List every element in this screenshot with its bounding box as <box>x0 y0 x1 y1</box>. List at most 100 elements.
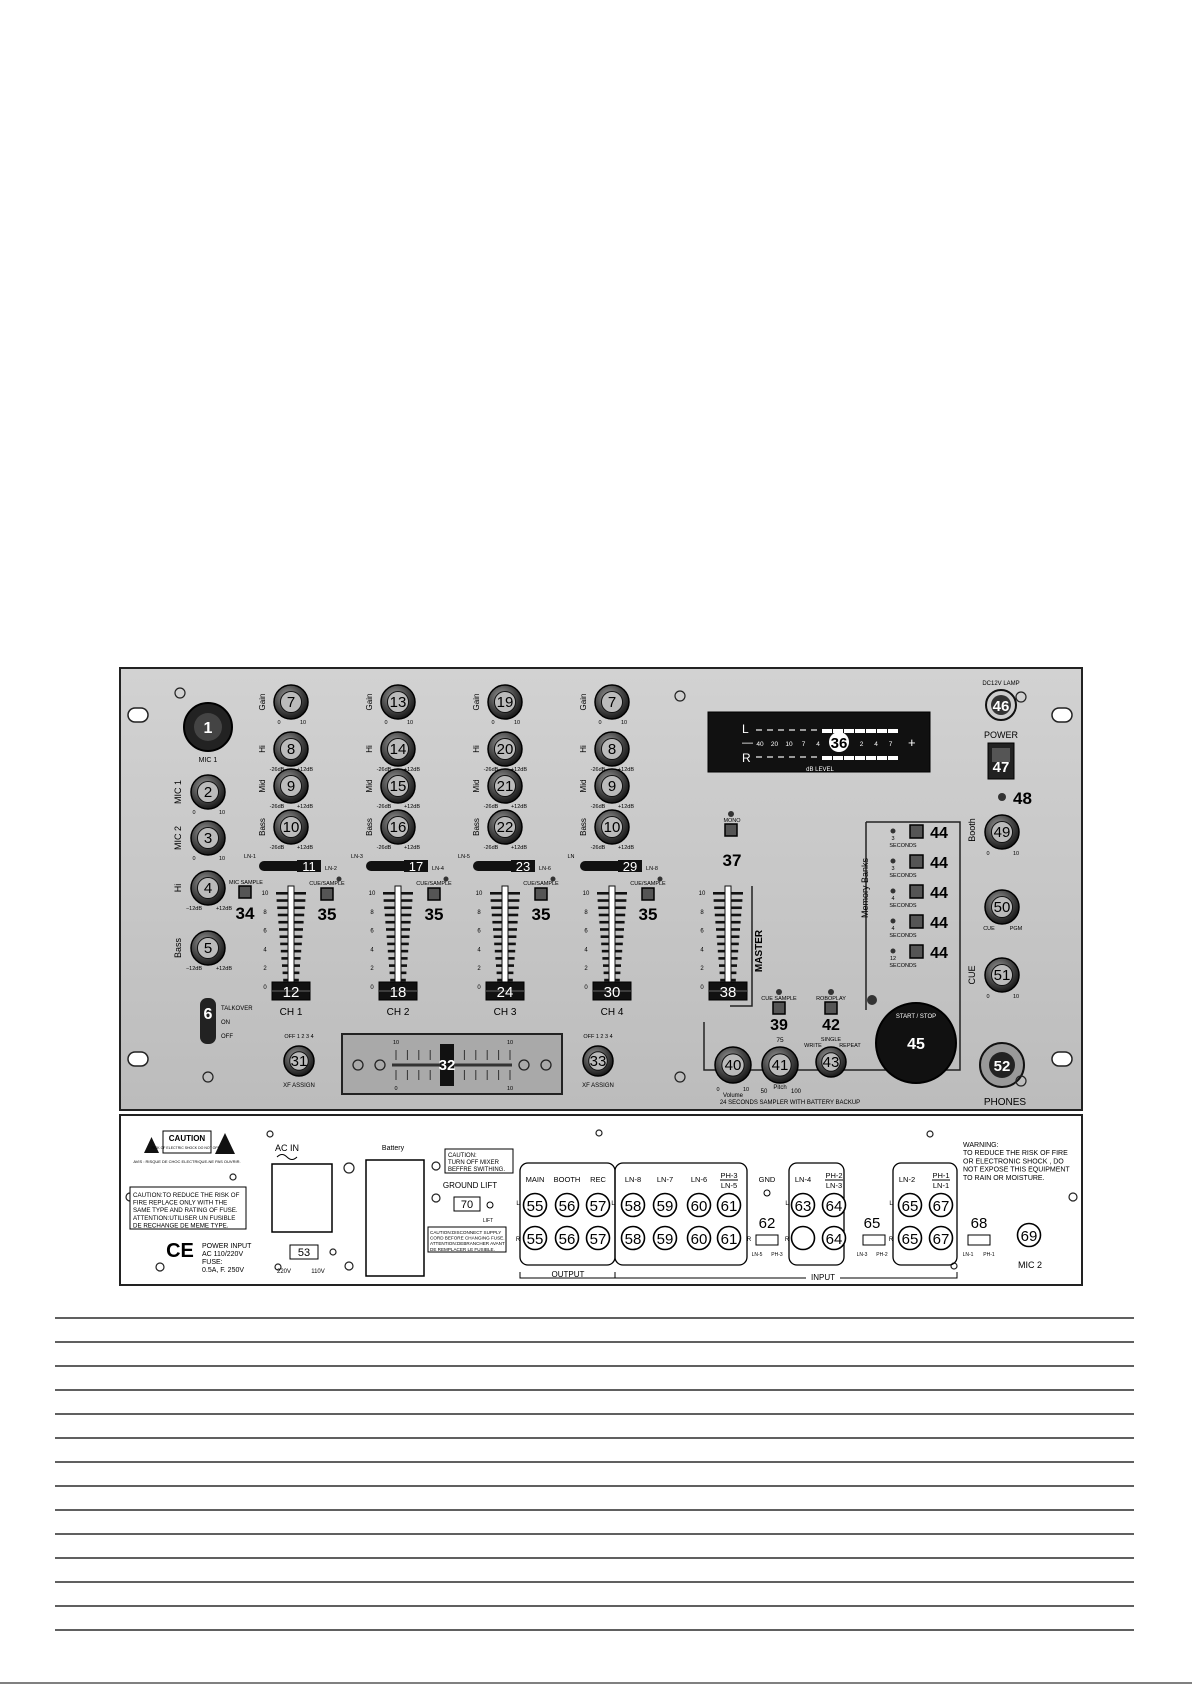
input1-jack-l-2[interactable] <box>652 1192 678 1218</box>
voltage-selector[interactable] <box>289 1244 319 1260</box>
start-stop-button[interactable] <box>875 1002 957 1084</box>
input3-jack-l-2[interactable] <box>928 1192 954 1218</box>
sw62-num: 62 <box>759 1215 776 1232</box>
cue-pgm-left: CUE <box>983 926 995 932</box>
input2-jack-r-1[interactable] <box>790 1225 816 1251</box>
sw62-left: LN-5 <box>752 1252 763 1258</box>
ch4-cue-button[interactable] <box>641 887 655 901</box>
mode-single: SINGLE <box>821 1037 842 1043</box>
ch2-cue-button[interactable] <box>427 887 441 901</box>
ground-lift-switch[interactable] <box>453 1196 481 1212</box>
cue-level-min: 0 <box>986 994 989 1000</box>
ac-in-socket[interactable] <box>271 1163 333 1233</box>
memory-bank-button[interactable] <box>909 944 924 959</box>
xf-assign-knob-2-num: 33 <box>590 1053 607 1070</box>
sw65-switch[interactable] <box>862 1234 886 1246</box>
screw-icon <box>1015 691 1027 703</box>
ch4-switch-right: LN-8 <box>646 866 658 872</box>
ch3-fader-scale: 8 <box>477 910 481 916</box>
output-caption: OUTPUT <box>552 1270 585 1279</box>
master-fader-scale: 0 <box>700 985 704 991</box>
ch1-switch-num: 11 <box>302 859 316 874</box>
input3-jack-l-1[interactable] <box>897 1192 923 1218</box>
input-ph-top: PH-1 <box>932 1171 949 1180</box>
ch-eq-scale-min: -26dB <box>591 845 606 851</box>
lr-left: L <box>611 1201 615 1207</box>
cue-pgm-knob-cap <box>990 895 1014 919</box>
ch1-cue-button[interactable] <box>320 887 334 901</box>
pitch-top: 75 <box>776 1037 784 1044</box>
talkover-switch[interactable] <box>200 998 216 1044</box>
output-jack-l-3[interactable] <box>585 1192 611 1218</box>
sw62-switch[interactable] <box>755 1234 779 1246</box>
ch4-switch-left: LN <box>567 854 574 860</box>
input1-jack-r-2[interactable] <box>652 1225 678 1251</box>
sampler-cue-button[interactable] <box>772 1001 786 1015</box>
input2-jack-r-2-num: 64 <box>826 1231 843 1248</box>
output-jack-r-3-num: 57 <box>590 1231 607 1248</box>
meter-scale-tick: 4 <box>874 741 878 748</box>
input-jack-group-2 <box>788 1162 845 1266</box>
output-jack-r-1[interactable] <box>522 1225 548 1251</box>
output-jack-l-1[interactable] <box>522 1192 548 1218</box>
ch4-bass-knob-num: 10 <box>604 819 621 836</box>
input1-jack-r-1[interactable] <box>620 1225 646 1251</box>
memory-bank-duration: 4 <box>891 926 894 932</box>
memory-bank-rows: 3SECONDS443SECONDS444SECONDS444SECONDS44… <box>889 824 948 969</box>
lr-left: L <box>889 1201 893 1207</box>
mic-sample-button[interactable] <box>238 885 252 899</box>
input3-jack-r-1[interactable] <box>897 1225 923 1251</box>
ch1-fader-scale: 10 <box>262 891 269 897</box>
input1-jack-l-3[interactable] <box>686 1192 712 1218</box>
ch4-mid-knob-num: 9 <box>608 778 616 795</box>
input2-jack-r-2[interactable] <box>821 1225 847 1251</box>
output-jack-r-3[interactable] <box>585 1225 611 1251</box>
ch3-fader-scale: 10 <box>476 891 483 897</box>
rearWarning-line: WARNING: <box>963 1142 999 1149</box>
mono-button[interactable] <box>724 823 738 837</box>
meter-plus: + <box>908 735 916 750</box>
crossfader-cap[interactable] <box>440 1044 454 1086</box>
caution-sub: RISK OF ELECTRIC SHOCK DO NOT OPEN <box>151 1146 223 1150</box>
mic2-jack[interactable] <box>1016 1222 1042 1248</box>
rear-holes <box>125 1129 1078 1272</box>
ch3-name: CH 3 <box>494 1007 517 1018</box>
meter-scale-tick: 40 <box>756 741 764 748</box>
lr-right: R <box>516 1237 521 1243</box>
input2-jack-l-1[interactable] <box>790 1192 816 1218</box>
ch-eq-scale-min: -26dB <box>377 767 392 773</box>
ch2-fader-slot <box>394 885 402 991</box>
input1-jack-l-1[interactable] <box>620 1192 646 1218</box>
input1-jack-r-4[interactable] <box>716 1225 742 1251</box>
sw68-switch[interactable] <box>967 1234 991 1246</box>
ch3-cue-label: CUE/SAMPLE <box>523 881 559 887</box>
ch1-fader-scale: 8 <box>263 910 267 916</box>
powerInput-line: POWER INPUT <box>202 1243 252 1250</box>
ch1-gain-knob-num: 7 <box>287 694 295 711</box>
memory-bank-button[interactable] <box>909 854 924 869</box>
input2-jack-l-2[interactable] <box>821 1192 847 1218</box>
ch2-fader-scale: 0 <box>370 985 374 991</box>
output-jack-r-2[interactable] <box>554 1225 580 1251</box>
input1-jack-r-3[interactable] <box>686 1225 712 1251</box>
rack-slot-tl <box>127 707 149 723</box>
ch2-mid-knob-num: 15 <box>390 778 407 795</box>
mic-eq-knob-2-cap <box>196 936 220 960</box>
memory-bank-button[interactable] <box>909 914 924 929</box>
roboplay-button[interactable] <box>824 1001 838 1015</box>
ch1-switch-left: LN-1 <box>244 854 256 860</box>
input1-jack-l-4[interactable] <box>716 1192 742 1218</box>
memory-bank-button[interactable] <box>909 884 924 899</box>
ch2-mid-knob-cap <box>386 774 410 798</box>
ch3-cue-button[interactable] <box>534 887 548 901</box>
input3-jack-r-2[interactable] <box>928 1225 954 1251</box>
output-jack-l-2[interactable] <box>554 1192 580 1218</box>
ch-eq-scale-max: +12dB <box>511 767 527 773</box>
rack-slot-br <box>1051 1051 1073 1067</box>
meter-segment <box>767 729 773 731</box>
ch-eq-scale-min: -26dB <box>484 804 499 810</box>
memory-bank-button[interactable] <box>909 824 924 839</box>
